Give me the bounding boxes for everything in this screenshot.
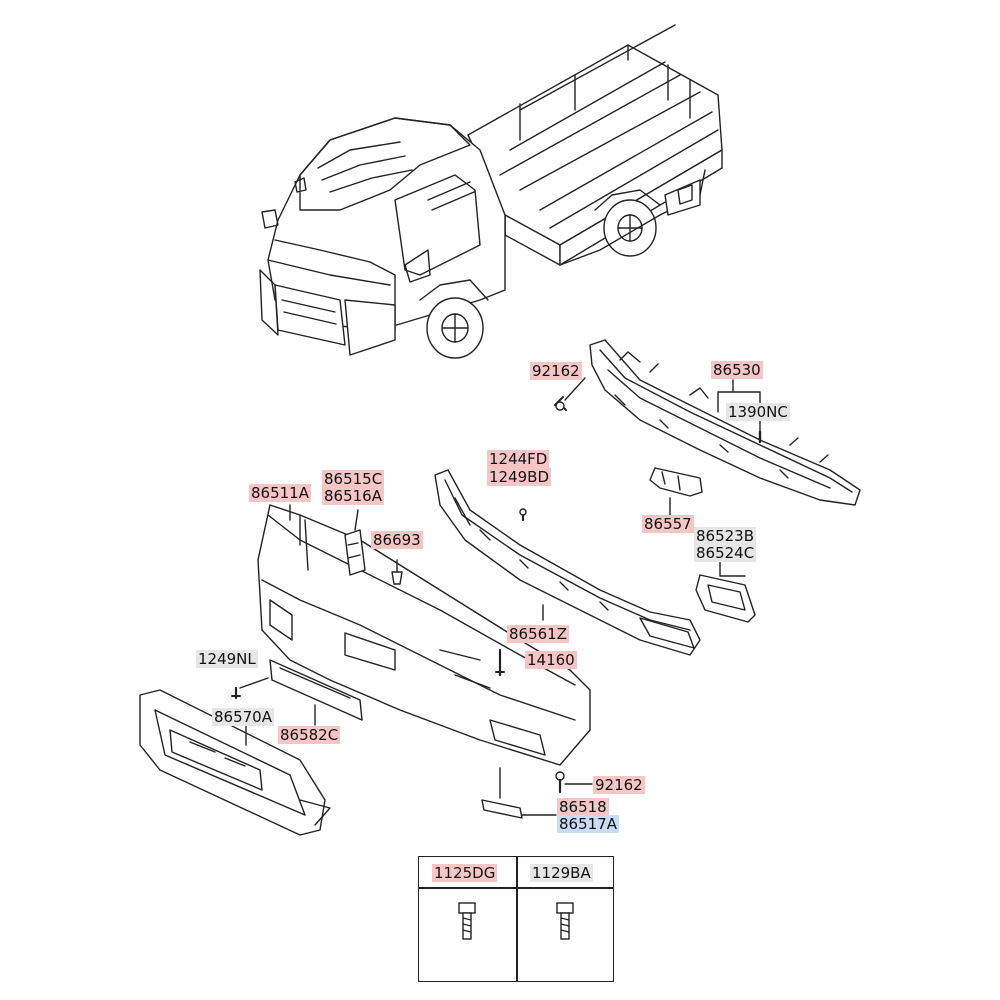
part-label-86524C[interactable]: 86524C xyxy=(694,544,757,562)
part-label-92162-top[interactable]: 92162 xyxy=(530,362,582,380)
part-label-1249NL[interactable]: 1249NL xyxy=(196,650,258,668)
legend-label-1129BA[interactable]: 1129BA xyxy=(530,864,593,882)
license-bracket-86582C xyxy=(269,659,363,721)
clip-86518 xyxy=(481,799,523,819)
bumper-upper-86561Z xyxy=(434,469,701,656)
fastener-legend-table xyxy=(418,856,614,982)
bumper-main-86511A xyxy=(257,504,591,766)
legend-bolt-1129BA xyxy=(556,902,574,940)
part-label-86518[interactable]: 86518 xyxy=(557,798,609,816)
truck-illustration xyxy=(259,24,723,359)
part-label-86693[interactable]: 86693 xyxy=(371,531,423,549)
part-label-1244FD[interactable]: 1244FD xyxy=(487,450,550,468)
fog-lamp-bezel xyxy=(695,574,756,623)
part-label-86582C[interactable]: 86582C xyxy=(278,726,341,744)
legend-bolt-1125DG xyxy=(458,902,476,940)
part-label-86516A[interactable]: 86516A xyxy=(322,487,384,505)
bumper-beam-86530 xyxy=(589,339,861,506)
part-label-1249BD[interactable]: 1249BD xyxy=(487,468,552,486)
legend-header-line xyxy=(419,887,613,889)
part-label-86523B[interactable]: 86523B xyxy=(694,527,757,545)
part-label-86561Z[interactable]: 86561Z xyxy=(507,625,569,643)
part-label-86557[interactable]: 86557 xyxy=(642,515,694,533)
lower-grille-86570A xyxy=(139,689,331,836)
part-label-1390NC[interactable]: 1390NC xyxy=(726,403,790,421)
part-label-86517A[interactable]: 86517A xyxy=(557,815,619,833)
part-label-86530[interactable]: 86530 xyxy=(711,361,763,379)
bracket-86557 xyxy=(649,467,703,497)
part-label-86515C[interactable]: 86515C xyxy=(322,470,385,488)
part-label-86570A[interactable]: 86570A xyxy=(212,708,274,726)
part-label-92162-bottom[interactable]: 92162 xyxy=(593,776,645,794)
part-label-86511A[interactable]: 86511A xyxy=(249,484,311,502)
part-label-14160[interactable]: 14160 xyxy=(525,651,577,669)
legend-divider xyxy=(516,857,518,981)
legend-label-1125DG[interactable]: 1125DG xyxy=(432,864,498,882)
